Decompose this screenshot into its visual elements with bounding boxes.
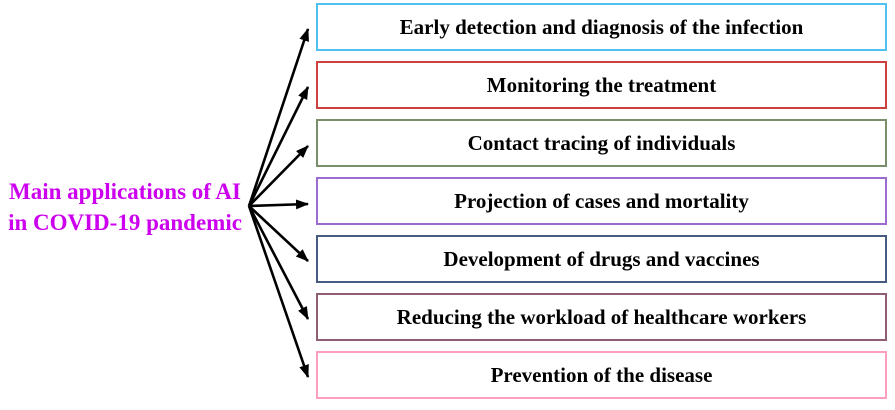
diagram-title-line-2: in COVID-19 pandemic: [8, 210, 242, 235]
arrow-to-box-2: [247, 86, 310, 207]
application-box-list: Early detection and diagnosis of the inf…: [316, 3, 887, 399]
diagram-title-line-1: Main applications of AI: [9, 179, 241, 204]
box-projection-cases-label: Projection of cases and mortality: [454, 188, 749, 213]
box-prevention-label: Prevention of the disease: [490, 362, 713, 387]
arrow-to-box-3: [248, 145, 309, 207]
box-monitoring-treatment: Monitoring the treatment: [316, 61, 887, 109]
box-monitoring-treatment-label: Monitoring the treatment: [486, 72, 717, 97]
diagram-title: Main applications of AI in COVID-19 pand…: [0, 176, 250, 238]
box-reducing-workload-label: Reducing the workload of healthcare work…: [396, 304, 807, 329]
box-projection-cases: Projection of cases and mortality: [316, 177, 887, 225]
box-prevention: Prevention of the disease: [316, 351, 887, 399]
box-contact-tracing-label: Contact tracing of individuals: [467, 130, 736, 155]
arrow-to-box-1: [247, 28, 310, 207]
box-drug-development: Development of drugs and vaccines: [316, 235, 887, 283]
box-drug-development-label: Development of drugs and vaccines: [443, 246, 760, 271]
arrow-to-box-5: [248, 205, 309, 262]
box-early-detection: Early detection and diagnosis of the inf…: [316, 3, 887, 51]
box-early-detection-label: Early detection and diagnosis of the inf…: [399, 14, 804, 39]
arrow-to-box-4: [248, 199, 309, 210]
box-reducing-workload: Reducing the workload of healthcare work…: [316, 293, 887, 341]
box-contact-tracing: Contact tracing of individuals: [316, 119, 887, 167]
arrow-to-box-7: [247, 205, 310, 378]
arrow-to-box-6: [247, 205, 310, 320]
